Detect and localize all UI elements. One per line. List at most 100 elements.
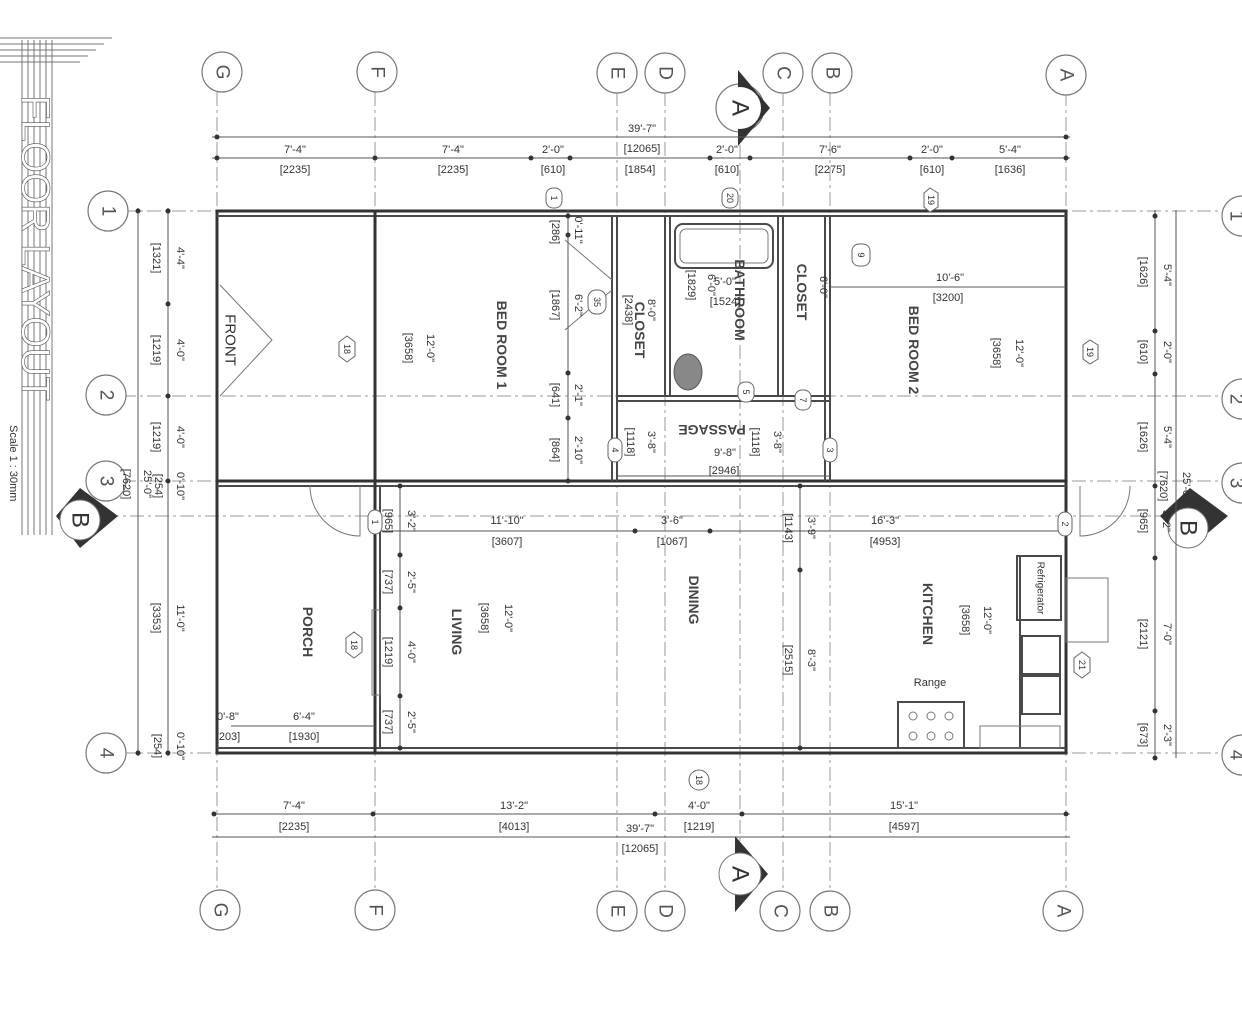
title-block: FLOOR LAYOUT Scale 1 : 30mm [0, 37, 112, 535]
svg-text:[3353]: [3353] [150, 603, 162, 634]
svg-text:7'-6": 7'-6" [819, 144, 841, 156]
tag: 4 [607, 437, 623, 463]
tag: 20 [721, 187, 739, 209]
svg-text:[1118]: [1118] [624, 428, 636, 457]
svg-text:3'-9": 3'-9" [805, 517, 817, 539]
tag: 9 [851, 243, 871, 267]
svg-text:D: D [655, 904, 676, 918]
svg-text:[12065]: [12065] [622, 843, 659, 855]
section-marker-a-top: A [715, 70, 770, 146]
svg-text:4'-0": 4'-0" [174, 339, 186, 361]
room-kitchen: KITCHEN [920, 583, 936, 645]
svg-text:F: F [367, 66, 388, 78]
svg-text:3'-2": 3'-2" [1160, 510, 1172, 532]
grid-bubble-d-top: D [644, 52, 686, 94]
svg-text:12'-0": 12'-0" [424, 334, 436, 362]
svg-text:2'-0": 2'-0" [716, 144, 738, 156]
range-label: Range [914, 677, 946, 689]
svg-text:25'-0": 25'-0" [1180, 472, 1192, 500]
svg-text:8'-0": 8'-0" [645, 299, 657, 321]
svg-text:[1118]: [1118] [749, 428, 761, 457]
tag: 1 [367, 509, 383, 535]
svg-text:[1854]: [1854] [625, 164, 656, 176]
svg-text:1: 1 [370, 519, 380, 524]
svg-text:[737]: [737] [382, 570, 394, 594]
svg-text:2: 2 [96, 390, 117, 401]
svg-text:[2121]: [2121] [1137, 619, 1149, 650]
grid-bubbles-bottom: G F E D C B A [199, 889, 1084, 932]
right-dimension-labels: 5'-4" [1626] 2'-0" [610] 5'-4" [1626] 25… [1137, 257, 1192, 748]
grid-bubble-4-left: 4 [85, 732, 127, 774]
svg-text:[2235]: [2235] [279, 821, 310, 833]
grid-bubbles-top: G F E D C B A [201, 51, 1087, 96]
grid-bubble-2-right: 2 [1221, 378, 1242, 420]
grid-bubbles-right: 1 2 3 4 [1221, 195, 1242, 776]
grid-bubbles-left: 1 2 3 4 [85, 190, 129, 774]
svg-text:[286]: [286] [549, 220, 561, 244]
svg-text:[3607]: [3607] [492, 536, 523, 548]
svg-text:[4597]: [4597] [889, 821, 920, 833]
svg-text:19: 19 [1085, 347, 1095, 357]
svg-text:[737]: [737] [382, 710, 394, 734]
svg-text:18: 18 [694, 775, 704, 785]
svg-text:[3658]: [3658] [402, 333, 414, 364]
grid-bubble-c-bottom: C [759, 890, 801, 932]
grid-bubble-b-bottom: B [809, 890, 851, 932]
svg-text:[1867]: [1867] [549, 290, 561, 321]
svg-text:7'-4": 7'-4" [283, 800, 305, 812]
grid-bubble-3-right: 3 [1221, 462, 1242, 504]
svg-text:39'-7": 39'-7" [626, 823, 654, 835]
svg-text:[3200]: [3200] [933, 292, 964, 304]
tag: 19 [1082, 339, 1099, 365]
grid-bubble-c-top: C [762, 52, 804, 94]
svg-text:[2235]: [2235] [438, 164, 469, 176]
svg-text:4: 4 [610, 447, 620, 452]
svg-text:B: B [820, 905, 841, 918]
svg-text:B: B [822, 67, 843, 80]
drawing-title: FLOOR LAYOUT [13, 95, 57, 401]
grid-bubble-g-bottom: G [199, 889, 241, 931]
svg-text:D: D [655, 66, 676, 80]
grid-bubble-e-bottom: E [596, 890, 638, 932]
tag: 5 [737, 381, 755, 403]
svg-text:G: G [210, 903, 231, 918]
svg-text:[254]: [254] [152, 474, 164, 498]
room-closet-2: CLOSET [794, 264, 810, 321]
svg-text:7'-4": 7'-4" [442, 144, 464, 156]
svg-text:8'-3": 8'-3" [805, 649, 817, 671]
room-dining: DINING [686, 576, 702, 625]
svg-text:0'-8": 0'-8" [217, 711, 239, 723]
svg-text:3'-2": 3'-2" [405, 510, 417, 532]
tag: 35 [587, 289, 607, 315]
svg-text:[1321]: [1321] [150, 243, 162, 274]
svg-text:3'-8": 3'-8" [771, 431, 783, 453]
grid-bubble-a-top: A [1045, 54, 1087, 96]
svg-text:[1219]: [1219] [684, 821, 715, 833]
svg-text:39'-7": 39'-7" [628, 123, 656, 135]
svg-text:[3658]: [3658] [959, 605, 971, 636]
tag: 18 [345, 631, 363, 659]
svg-text:[965]: [965] [1137, 509, 1149, 533]
svg-text:6'-2": 6'-2" [572, 294, 584, 316]
svg-text:A: A [727, 100, 754, 116]
svg-text:E: E [607, 67, 628, 80]
svg-text:A: A [1056, 69, 1077, 82]
svg-text:13'-2": 13'-2" [500, 800, 528, 812]
dimension-lines [135, 134, 1177, 838]
svg-text:9'-8": 9'-8" [714, 447, 736, 459]
svg-text:F: F [365, 904, 386, 916]
room-porch: PORCH [300, 607, 316, 658]
svg-text:[1626]: [1626] [1137, 257, 1149, 288]
walls [215, 209, 1131, 755]
svg-text:1: 1 [549, 195, 559, 200]
svg-text:[1067]: [1067] [657, 536, 688, 548]
svg-text:[864]: [864] [549, 438, 561, 462]
svg-text:[1219]: [1219] [150, 422, 162, 453]
left-dimension-labels: 4'-4" [1321] 4'-0" [1219] 4'-0" [1219] 0… [120, 243, 186, 760]
svg-text:B: B [67, 512, 94, 528]
svg-text:[1930]: [1930] [289, 731, 320, 743]
svg-text:B: B [1175, 520, 1202, 536]
svg-text:[12065]: [12065] [624, 143, 661, 155]
room-bed-room-1: BED ROOM 1 [494, 301, 510, 390]
